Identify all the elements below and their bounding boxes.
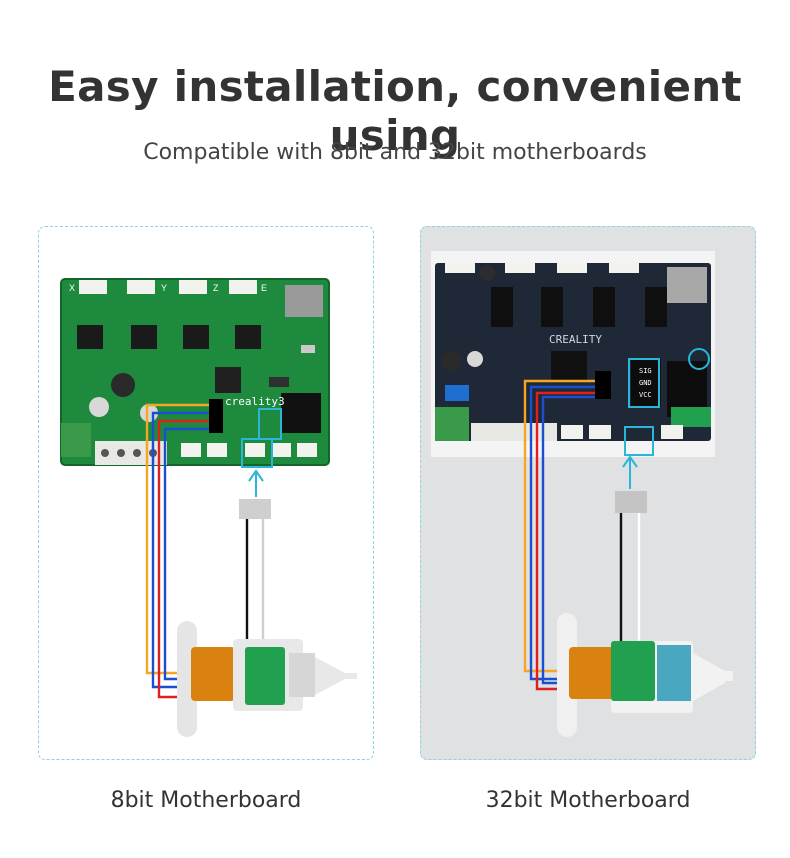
motherboard-8bit: X Y Z E creality3 (60, 278, 330, 466)
pin-label-gnd: GND (639, 379, 652, 387)
highlight-box-connector (241, 438, 273, 468)
highlight-circle (688, 348, 710, 370)
panel-32bit: CREALITY SIG GND VCC (420, 226, 756, 760)
caption-32bit: 32bit Motherboard (485, 788, 691, 813)
arrow-up-icon (248, 469, 264, 497)
cable-plug (615, 491, 647, 513)
arrow-up-icon (622, 455, 638, 489)
page-title: Easy installation, convenient using (48, 62, 742, 160)
axis-label-x: X (69, 283, 75, 293)
bltouch-sensor-8bit (177, 621, 357, 737)
motherboard-32bit: CREALITY SIG GND VCC (435, 263, 711, 441)
axis-label-z: Z (213, 283, 219, 293)
board-print: CREALITY (549, 333, 602, 346)
panel-8bit: X Y Z E creality3 (38, 226, 374, 760)
bltouch-sensor-32bit (557, 613, 733, 737)
pin-label-sig: SIG (639, 367, 652, 375)
page-subtitle: Compatible with 8bit and 32bit motherboa… (143, 140, 647, 165)
highlight-box-pins (628, 358, 660, 408)
wiring-32bit (523, 379, 641, 691)
pin-label-vcc: VCC (639, 391, 652, 399)
cable-plug (239, 499, 271, 519)
highlight-box-connector (624, 426, 654, 456)
caption-8bit: 8bit Motherboard (110, 788, 302, 813)
axis-label-y: Y (161, 283, 167, 293)
diagram-32bit: CREALITY SIG GND VCC (431, 251, 733, 737)
diagram-8bit: X Y Z E creality3 (60, 278, 357, 737)
axis-label-e: E (261, 283, 267, 293)
board-print: creality3 (225, 395, 285, 408)
